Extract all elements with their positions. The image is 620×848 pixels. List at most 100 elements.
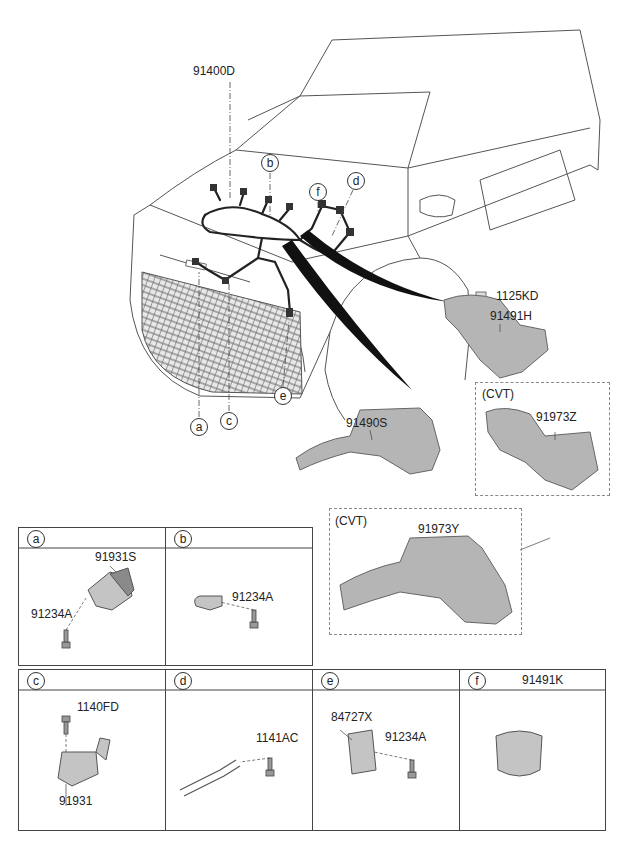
callout-letter: e: [280, 390, 287, 402]
leader-line: [318, 202, 319, 212]
leader-line: [370, 430, 372, 440]
part-number: 91234A: [31, 607, 72, 621]
part-number: 91973Y: [418, 522, 459, 536]
variant-box: (CVT) 91973Y: [329, 508, 522, 635]
connector: [240, 188, 247, 195]
table-cell: 1141AC d: [165, 669, 313, 831]
car-outline: [130, 205, 330, 398]
callout-letter: b: [267, 157, 274, 169]
protector-part: [340, 536, 512, 624]
part-number: 91931S: [95, 550, 136, 564]
callout-letter: c: [226, 415, 232, 427]
connector: [222, 277, 229, 284]
callout-circle: d: [174, 672, 192, 690]
car-outline: [160, 255, 250, 282]
screw: [408, 772, 416, 778]
table-cell: 84727X 91234A e: [312, 669, 460, 831]
part-drawing: [496, 731, 542, 776]
screw: [64, 630, 68, 642]
car-outline: [480, 150, 575, 230]
part-number: 91490S: [346, 416, 387, 430]
pointer-wedge: [300, 230, 448, 302]
screw: [252, 610, 256, 622]
leader-line: [520, 538, 550, 550]
wiring-harness: [258, 258, 290, 312]
car-outline: [300, 30, 580, 96]
leader-line: [230, 82, 231, 198]
part-number: (CVT): [335, 514, 367, 528]
pointer-wedge: [282, 230, 448, 390]
table-cell: 91931S 91234A a: [18, 527, 166, 666]
callout-circle: c: [220, 412, 238, 430]
part-drawing: [58, 752, 98, 786]
wiring-harness: [205, 207, 330, 256]
connector: [346, 228, 354, 236]
protector-part: [296, 408, 440, 474]
screw: [62, 610, 416, 778]
car-outline: [580, 30, 600, 170]
part-number: 91234A: [385, 730, 426, 744]
callout-circle: d: [347, 172, 365, 190]
connector: [286, 203, 293, 210]
screw: [62, 716, 70, 722]
part-number: 1140FD: [77, 700, 119, 714]
part-number: 1141AC: [256, 731, 298, 745]
car-outline: [420, 195, 455, 217]
callout-circle: b: [261, 154, 279, 172]
grille: [142, 272, 302, 394]
leader-line: [270, 173, 271, 218]
leader-line: [332, 190, 353, 236]
callout-letter: d: [180, 675, 187, 687]
part-number: 84727X: [331, 710, 372, 724]
protector-part: [444, 295, 548, 378]
protector-part: [486, 408, 598, 490]
callout-letter: a: [33, 533, 40, 545]
callout-circle: f: [468, 672, 486, 690]
callout-letter: b: [180, 533, 187, 545]
callout-circle: c: [27, 672, 45, 690]
leader-line: [66, 734, 67, 752]
part-drawing: [195, 596, 222, 610]
wiring-harness: [196, 262, 225, 280]
leader-line: [199, 272, 200, 417]
wiring-harness: [225, 200, 268, 280]
leader-line: [229, 282, 230, 411]
part-drawing: [58, 568, 542, 786]
leader-line: [555, 432, 556, 440]
part-drawing: [348, 730, 376, 774]
car-outline: [408, 236, 468, 290]
screw: [410, 760, 414, 772]
leader-line: [283, 320, 289, 386]
wiring-harness: [214, 188, 290, 220]
leader-line: [199, 82, 481, 417]
variant-box: (CVT)91973Z: [475, 382, 610, 496]
car-outline: [130, 30, 600, 420]
screw: [266, 770, 274, 776]
leader-line: [110, 566, 116, 572]
part-drawing: [96, 738, 110, 760]
part-number: 91931: [59, 794, 92, 808]
wiring-harness: [202, 215, 300, 240]
callout-letter: f: [475, 675, 478, 687]
callout-circle: f: [309, 183, 327, 201]
wire: [180, 760, 240, 796]
part-number: (CVT): [482, 387, 514, 401]
callout-circle: e: [274, 387, 292, 405]
table-cell: 91491K f: [459, 669, 606, 831]
part-drawing: [110, 568, 134, 596]
callout-circle: a: [190, 418, 208, 436]
car-outline: [408, 128, 590, 168]
car-outline: [248, 96, 300, 120]
connector: [318, 200, 326, 208]
car-outline: [150, 150, 236, 205]
callout-circle: a: [27, 530, 45, 548]
callout-circle: e: [321, 672, 339, 690]
part-number: 1125KD: [496, 289, 538, 303]
part-number: 91491K: [522, 673, 563, 687]
callout-letter: d: [353, 175, 360, 187]
car-outline: [325, 332, 345, 420]
wire: [180, 760, 236, 790]
